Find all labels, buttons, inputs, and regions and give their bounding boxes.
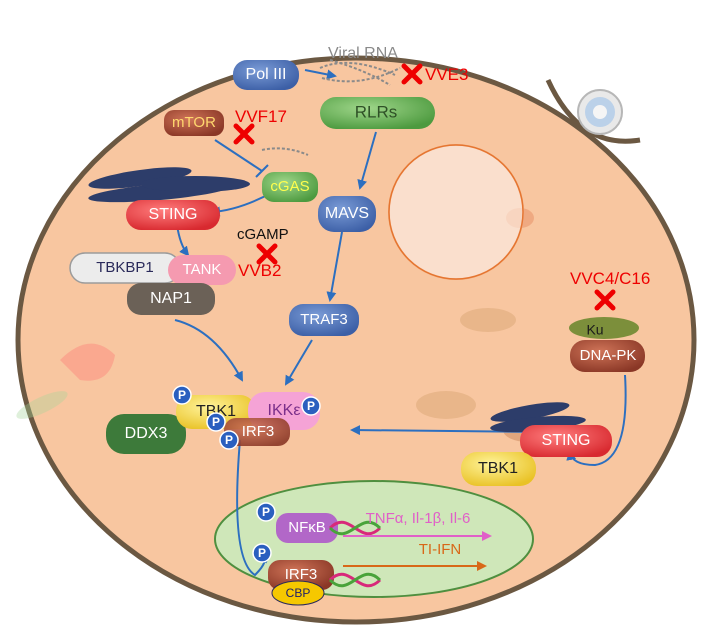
traf3-protein: TRAF3 <box>289 304 359 336</box>
svg-text:IRF3: IRF3 <box>285 566 318 583</box>
svg-text:P: P <box>212 415 220 429</box>
viral-rna-label: Viral RNA <box>328 45 398 62</box>
red-x-inhibition-icon <box>256 243 278 265</box>
svg-text:TBK1: TBK1 <box>196 403 236 420</box>
svg-text:P: P <box>307 399 315 413</box>
ddx3-protein: DDX3 <box>106 414 186 454</box>
sting-protein: STING <box>126 200 220 230</box>
viral-rna-icon <box>319 59 401 86</box>
pol3-protein: Pol III <box>233 60 299 90</box>
vve3-label: VVE3 <box>425 65 468 84</box>
red-x-inhibition-icon <box>594 289 616 311</box>
phosphorylation-icon: P <box>252 543 272 563</box>
svg-text:NFκB: NFκB <box>288 519 326 536</box>
svg-text:Pol III: Pol III <box>246 66 287 83</box>
cbp-protein: CBP <box>271 580 325 606</box>
phosphorylation-icon: P <box>301 396 321 416</box>
tank-protein: TANK <box>168 255 236 285</box>
cgamp-label: cGAMP <box>237 226 289 243</box>
er-membrane-icon <box>88 167 250 203</box>
dnapk-protein: DNA-PK <box>570 340 645 372</box>
svg-text:TBK1: TBK1 <box>478 460 518 477</box>
sting2-protein: STING <box>520 425 612 457</box>
svg-text:STING: STING <box>542 432 591 449</box>
viral-dna-icon <box>261 147 309 156</box>
svg-text:TBKBP1: TBKBP1 <box>96 259 154 276</box>
svg-text:P: P <box>178 388 186 402</box>
cgas-protein: cGAS <box>262 172 318 202</box>
rlrs-protein: RLRs <box>320 97 435 129</box>
mtor-protein: mTOR <box>164 110 224 136</box>
nucleus <box>214 480 534 598</box>
svg-text:P: P <box>258 546 266 560</box>
nap1-protein: NAP1 <box>127 283 215 315</box>
tbkbp1-protein: TBKBP1 <box>69 252 181 284</box>
inhibition-line <box>214 139 269 178</box>
ku-protein: Ku <box>569 317 639 339</box>
svg-text:MAVS: MAVS <box>325 205 369 222</box>
svg-text:TRAF3: TRAF3 <box>300 311 348 328</box>
er-membrane-icon <box>490 402 586 433</box>
red-x-inhibition-icon <box>233 123 255 145</box>
svg-text:NAP1: NAP1 <box>150 290 192 307</box>
pathway-arrows <box>174 69 627 577</box>
svg-text:cGAS: cGAS <box>270 178 309 195</box>
svg-text:RLRs: RLRs <box>355 102 398 121</box>
virion-icon <box>577 89 623 135</box>
ifn-label: TI-IFN <box>419 541 462 558</box>
svg-text:TANK: TANK <box>183 261 222 278</box>
svg-text:mTOR: mTOR <box>172 114 216 131</box>
svg-text:P: P <box>262 505 270 519</box>
mavs-protein: MAVS <box>318 196 376 232</box>
vvb2-label: VVB2 <box>238 261 281 280</box>
phagosome <box>388 144 524 280</box>
phosphorylation-icon: P <box>206 412 226 432</box>
svg-text:STING: STING <box>149 206 198 223</box>
svg-text:CBP: CBP <box>286 586 311 600</box>
tbk1-2-protein: TBK1 <box>461 452 536 486</box>
nfkb-protein: NFκB <box>276 513 338 543</box>
svg-text:DDX3: DDX3 <box>125 425 168 442</box>
output-arrows <box>343 531 492 571</box>
cytokines-label: TNFα, Il-1β, Il-6 <box>366 510 471 527</box>
vvc4-c16-label: VVC4/C16 <box>570 269 650 288</box>
vvf17-label: VVF17 <box>235 107 287 126</box>
irf3-protein: IRF3 <box>224 418 290 446</box>
phosphorylation-icon: P <box>172 385 192 405</box>
svg-text:P: P <box>225 433 233 447</box>
svg-text:DNA-PK: DNA-PK <box>580 347 637 364</box>
svg-text:IRF3: IRF3 <box>242 423 275 440</box>
svg-text:Ku: Ku <box>586 322 603 338</box>
phosphorylation-icon: P <box>256 502 276 522</box>
svg-text:IKKε: IKKε <box>268 402 301 419</box>
red-x-inhibition-icon <box>401 63 423 85</box>
dna-helix-icon <box>328 520 382 588</box>
phosphorylation-icon: P <box>219 430 239 450</box>
